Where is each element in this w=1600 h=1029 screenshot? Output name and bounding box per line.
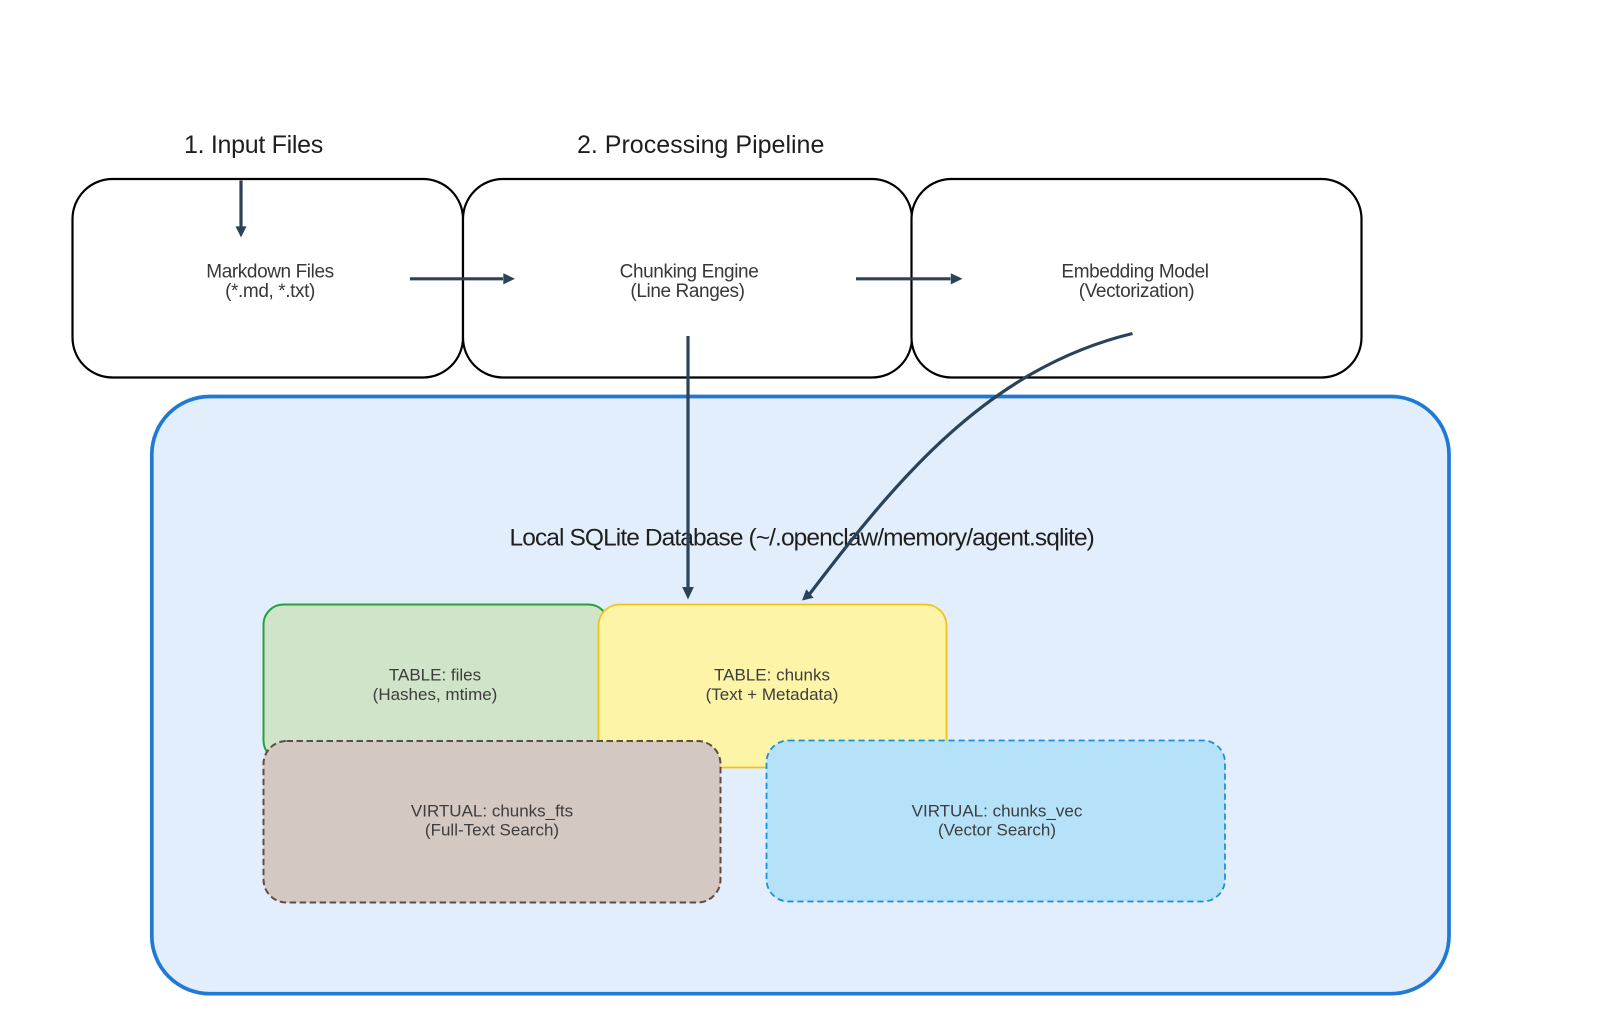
svg-text:1. Input Files: 1. Input Files <box>184 131 323 159</box>
svg-text:(*.md, *.txt): (*.md, *.txt) <box>225 281 315 302</box>
svg-text:Embedding Model: Embedding Model <box>1061 262 1208 283</box>
svg-text:Local SQLite Database (~/.open: Local SQLite Database (~/.openclaw/memor… <box>510 525 1094 552</box>
svg-text:(Text + Metadata): (Text + Metadata) <box>706 685 839 704</box>
svg-text:(Vector Search): (Vector Search) <box>938 821 1056 840</box>
svg-text:(Vectorization): (Vectorization) <box>1079 281 1195 302</box>
svg-text:(Hashes, mtime): (Hashes, mtime) <box>373 685 498 704</box>
svg-text:(Full-Text Search): (Full-Text Search) <box>425 821 559 840</box>
svg-text:VIRTUAL: chunks_vec: VIRTUAL: chunks_vec <box>912 801 1083 820</box>
svg-text:(Line Ranges): (Line Ranges) <box>630 281 744 302</box>
svg-text:TABLE: files: TABLE: files <box>389 666 481 685</box>
svg-text:Chunking Engine: Chunking Engine <box>620 262 759 283</box>
svg-text:2. Processing Pipeline: 2. Processing Pipeline <box>577 131 824 159</box>
svg-text:VIRTUAL: chunks_fts: VIRTUAL: chunks_fts <box>411 801 573 820</box>
svg-text:Markdown Files: Markdown Files <box>206 262 333 283</box>
svg-text:TABLE: chunks: TABLE: chunks <box>714 666 830 685</box>
